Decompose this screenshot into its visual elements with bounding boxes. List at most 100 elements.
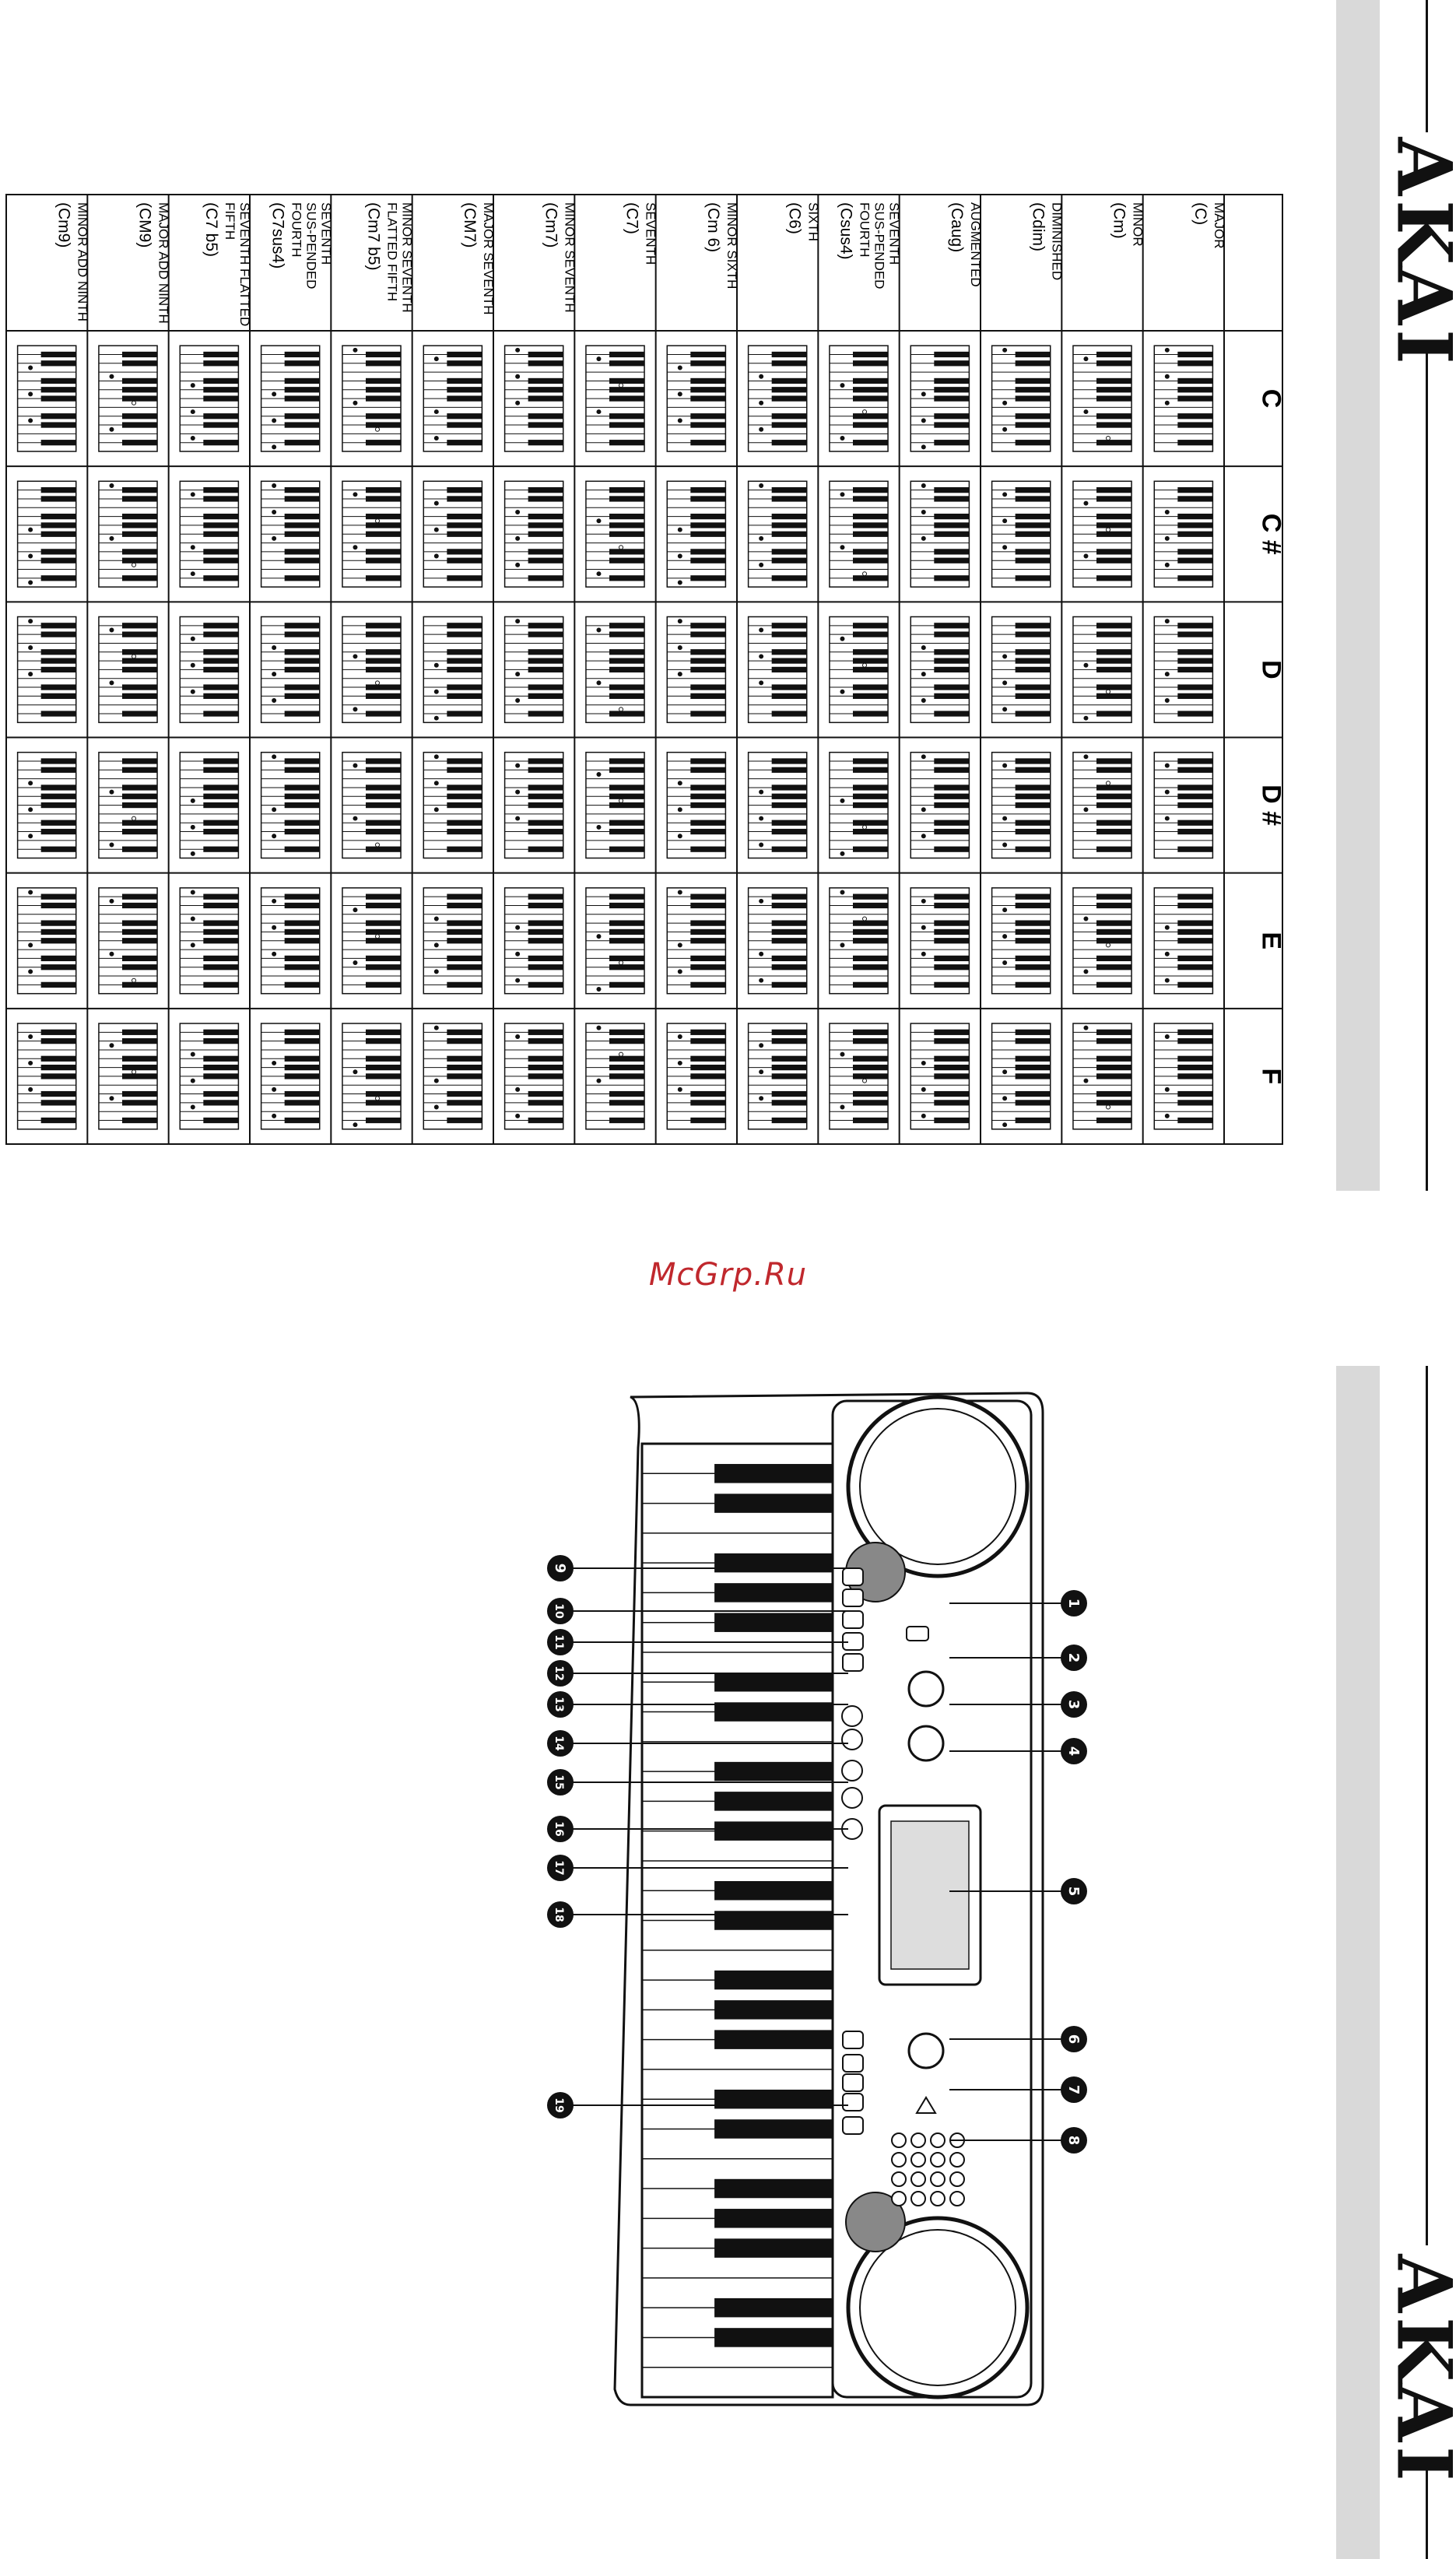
callout-marker — [547, 1629, 574, 1655]
chord-diagram — [179, 480, 240, 588]
row-name: SIXTH — [805, 202, 820, 241]
chord-diagram — [991, 751, 1051, 859]
callout-marker — [1061, 1691, 1087, 1718]
callout-marker — [1061, 1590, 1087, 1616]
chord-diagram — [98, 1023, 158, 1130]
watermark: McGrp.Ru — [648, 1257, 808, 1293]
chord-diagram — [585, 1023, 645, 1130]
jack-knob — [841, 1705, 863, 1727]
key-bed — [640, 1442, 834, 2399]
chord-diagram — [98, 345, 158, 452]
chord-diagram — [503, 345, 564, 452]
number-button — [930, 2132, 946, 2148]
row-name: MINOR — [1131, 202, 1146, 247]
callout-marker — [1061, 2026, 1087, 2052]
brand-logo-top: AKAI — [1380, 137, 1456, 369]
chord-diagram — [585, 480, 645, 588]
black-key — [714, 1761, 833, 1781]
side-rule-bottom — [1426, 1366, 1428, 2245]
tempo-dial — [907, 1725, 945, 1762]
chord-diagram — [666, 616, 727, 724]
callout-number: 17 — [553, 1860, 565, 1875]
chord-diagram — [1153, 616, 1214, 724]
callout-marker — [547, 2092, 574, 2118]
row-label: MINOR(Cm) — [1110, 202, 1146, 247]
callout-number: 10 — [553, 1603, 565, 1619]
row-symbol: (CM9) — [136, 202, 154, 247]
speaker-bottom-inner — [859, 2229, 1016, 2386]
callout-number: 6 — [1065, 2034, 1082, 2045]
row-symbol: (Csus4) — [837, 202, 855, 260]
number-pad — [891, 2132, 965, 2206]
black-key — [714, 1792, 833, 1811]
column-header: F — [1257, 1069, 1286, 1085]
chord-diagram — [16, 1023, 77, 1130]
row-label: MINOR SEVENTH(Cm7) — [542, 202, 577, 313]
chord-diagram — [342, 887, 402, 995]
row-symbol: (C) — [1191, 202, 1209, 225]
grille-bottom — [845, 2192, 906, 2252]
chord-diagram — [1153, 887, 1214, 995]
function-button — [842, 1588, 864, 1607]
row-label: MINOR ADD NINTH(Cm9) — [54, 202, 89, 321]
black-key — [714, 1702, 833, 1722]
panel-buttons — [841, 1567, 864, 2135]
chord-diagram — [1072, 480, 1132, 588]
chord-diagram — [179, 887, 240, 995]
callout-number: 16 — [553, 1821, 565, 1836]
number-button — [910, 2171, 926, 2187]
row-name: MINOR SEVENTH — [562, 202, 577, 313]
callout-number: 12 — [553, 1666, 565, 1680]
chord-diagram — [1072, 751, 1132, 859]
chord-diagram — [260, 480, 321, 588]
callout-number: 19 — [553, 2097, 565, 2112]
chord-diagram — [1153, 480, 1214, 588]
number-button — [930, 2191, 946, 2206]
chord-diagram — [747, 751, 808, 859]
chord-diagram — [991, 887, 1051, 995]
chord-diagram — [910, 751, 970, 859]
chord-diagram — [910, 480, 970, 588]
chord-diagram — [423, 751, 483, 859]
chord-diagram — [585, 751, 645, 859]
jack-knob — [841, 1760, 863, 1781]
chord-diagram — [829, 616, 889, 724]
chord-diagram — [260, 616, 321, 724]
chord-diagram — [342, 480, 402, 588]
row-name: MINOR SEVENTH — [400, 202, 415, 313]
row-name: AUGMENTED — [968, 202, 983, 287]
row-name: MAJOR SEVENTH — [481, 202, 496, 315]
chord-table: CC #DD #EFMAJOR(C)MINOR(Cm)DIMINISHED(Cd… — [5, 194, 1286, 1145]
chord-diagram — [666, 345, 727, 452]
chord-diagram — [747, 345, 808, 452]
volume-dial — [907, 1670, 945, 1708]
callout-marker — [547, 1555, 574, 1581]
chord-diagram — [1072, 887, 1132, 995]
row-name: FIFTH — [223, 202, 237, 240]
number-button — [891, 2191, 907, 2206]
black-key — [714, 1970, 833, 1990]
callout-number: 5 — [1065, 1887, 1082, 1897]
power-switch — [906, 1626, 929, 1641]
chord-diagram — [342, 616, 402, 724]
row-label: AUGMENTED(Caug) — [948, 202, 983, 287]
callout-marker — [1061, 1645, 1087, 1671]
jack-knob — [841, 1787, 863, 1809]
row-symbol: (C7sus4) — [268, 202, 286, 269]
chord-diagram — [666, 1023, 727, 1130]
chord-diagram — [1072, 345, 1132, 452]
callout-marker — [1061, 2127, 1087, 2154]
chord-diagram — [910, 1023, 970, 1130]
black-key — [714, 1553, 833, 1573]
number-button — [910, 2132, 926, 2148]
chord-diagram — [829, 1023, 889, 1130]
black-key — [714, 1673, 833, 1692]
black-key — [714, 2297, 833, 2318]
row-label: MAJOR(C) — [1191, 202, 1226, 249]
function-button — [842, 2073, 864, 2092]
chord-diagram — [179, 1023, 240, 1130]
chord-diagram — [16, 887, 77, 995]
